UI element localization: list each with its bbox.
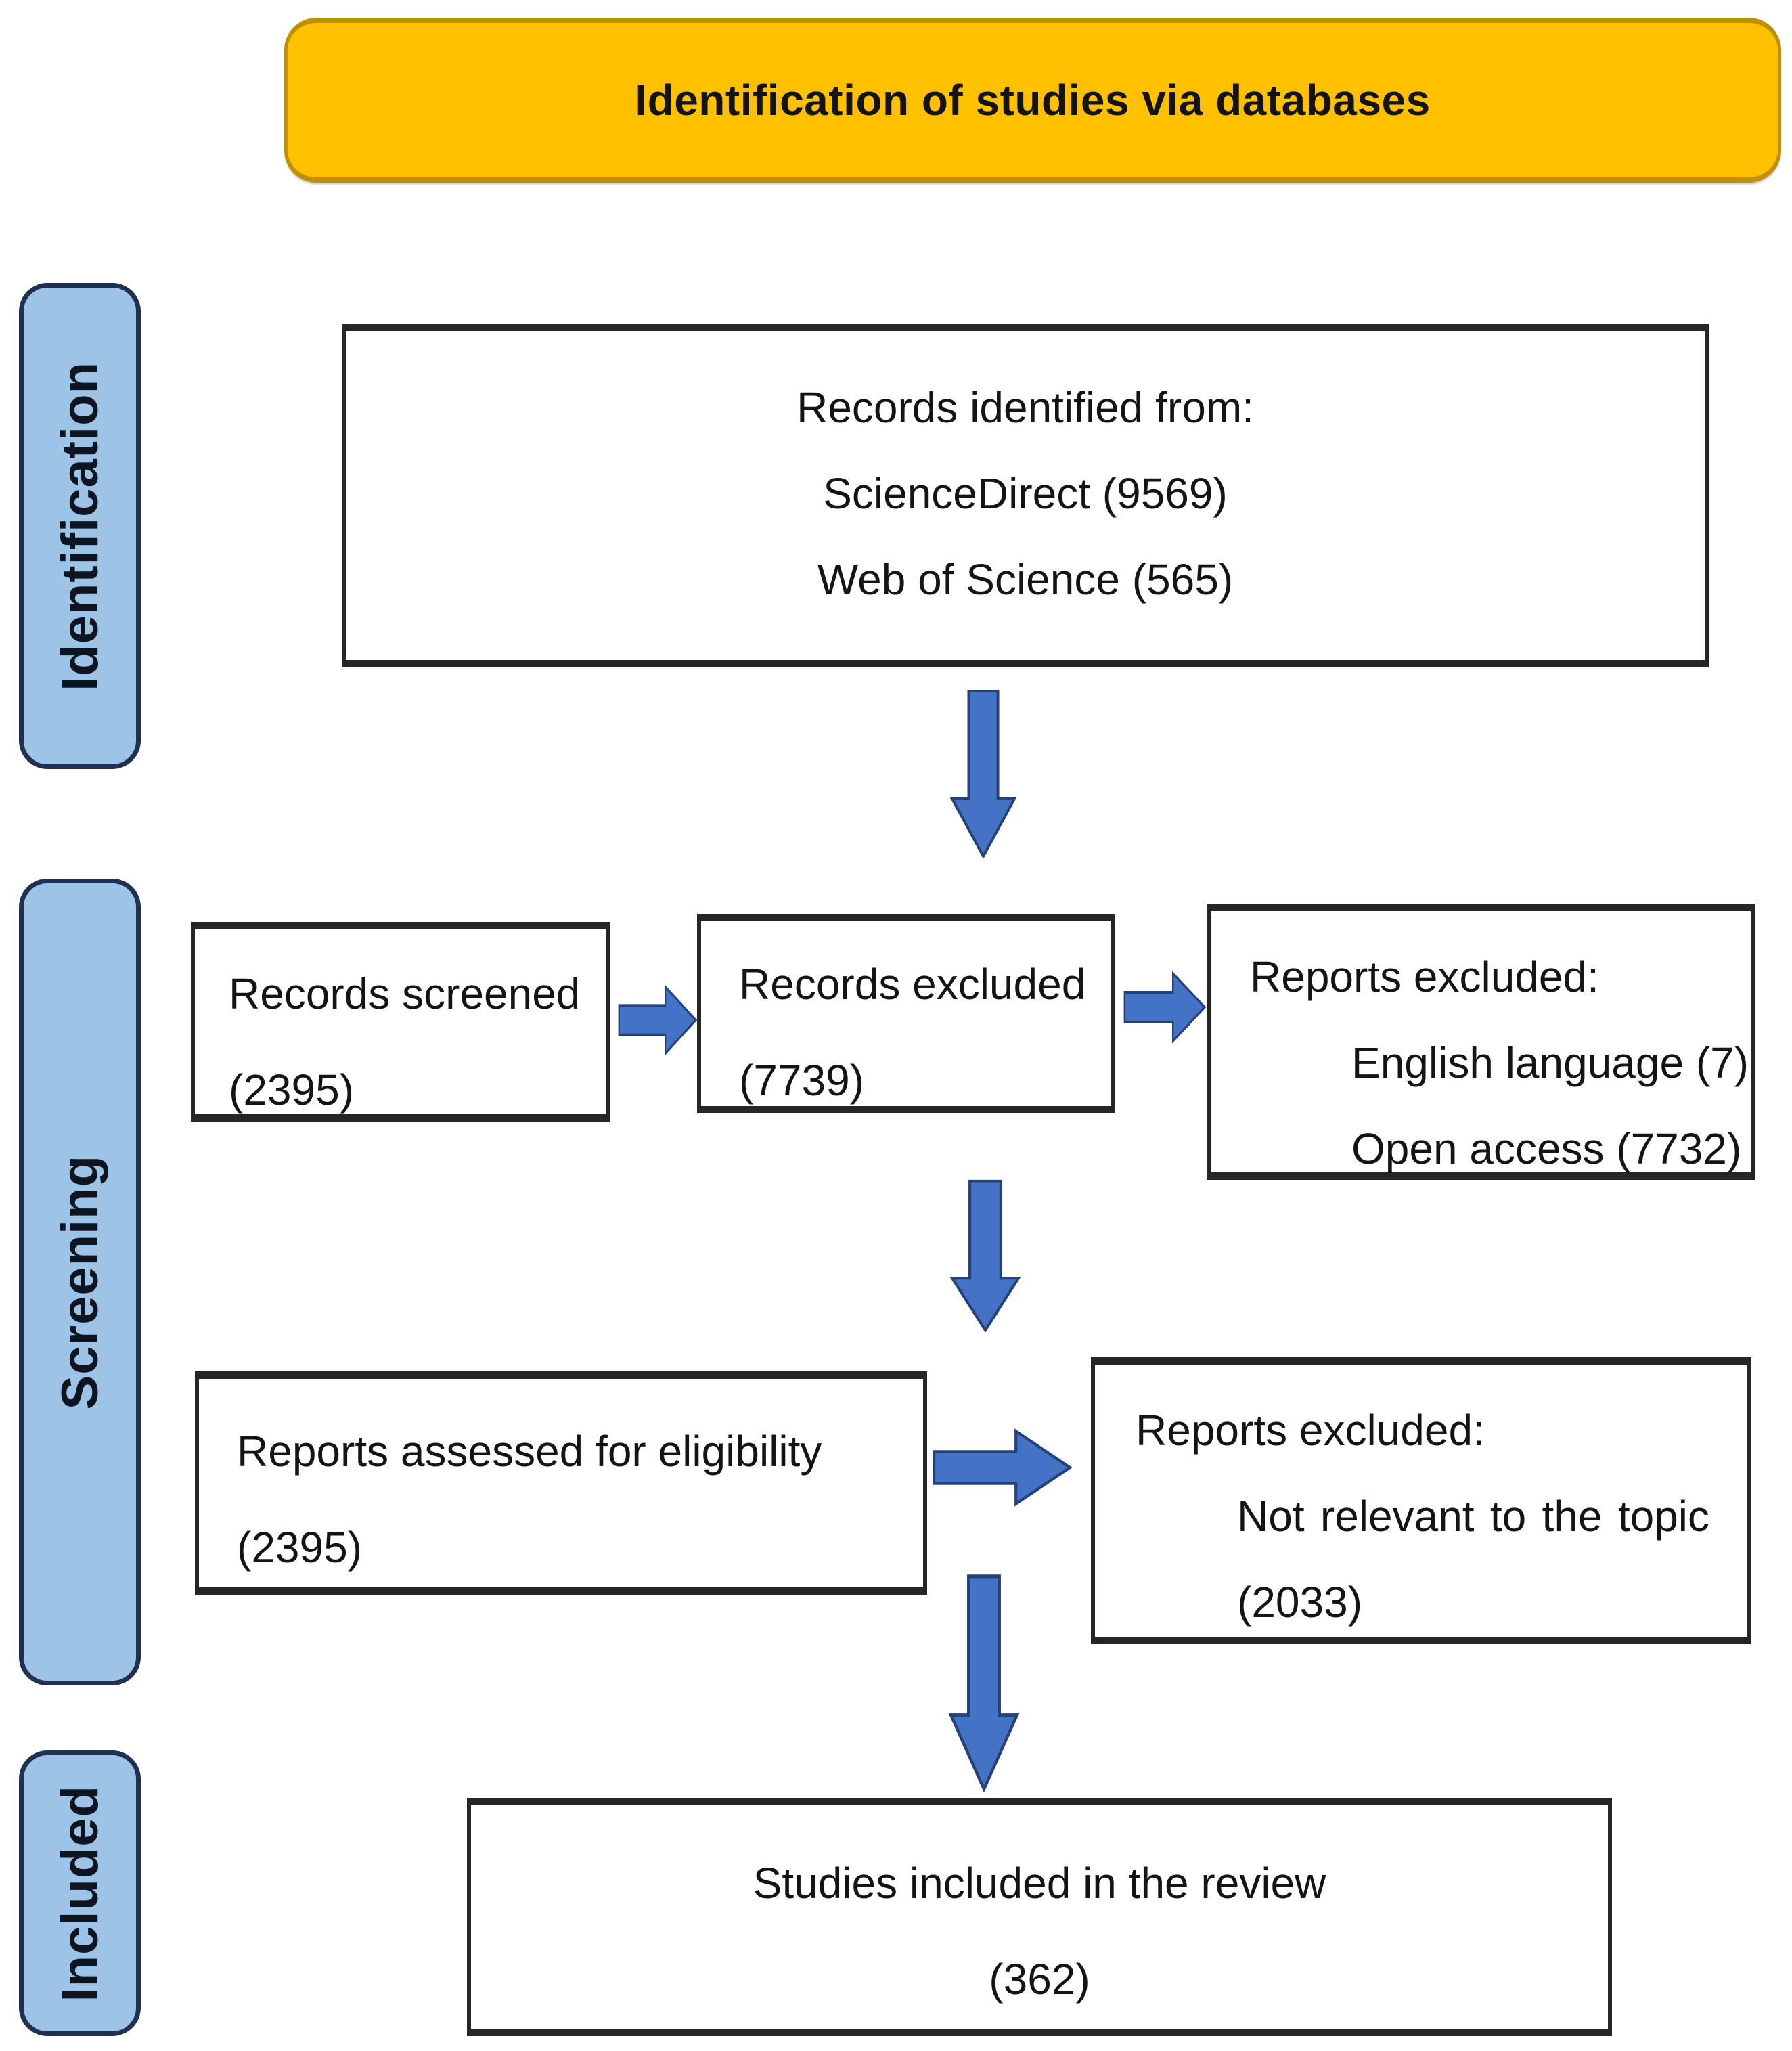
- title-text: Identification of studies via databases: [635, 76, 1431, 125]
- box-text-line: Records identified from:: [797, 383, 1254, 432]
- down-arrow-icon: [949, 1574, 1019, 1792]
- box-text-line: Studies included in the review: [753, 1859, 1326, 1907]
- right-arrow-icon: [1123, 971, 1206, 1044]
- down-arrow-icon: [950, 1179, 1021, 1332]
- reports-excluded-screening-box: Reports excluded: English language (7) O…: [1207, 904, 1755, 1180]
- stage-label-included: Included: [19, 1750, 141, 2036]
- reports-excluded-eligibility-box: Reports excluded: Not relevant to the to…: [1091, 1357, 1751, 1644]
- records-identified-box: Records identified from: ScienceDirect (…: [342, 324, 1709, 667]
- right-arrow-icon: [933, 1428, 1072, 1507]
- box-text-line: Records screened: [229, 969, 581, 1018]
- down-arrow-icon: [950, 690, 1016, 858]
- stage-label-text: Included: [51, 1784, 109, 2002]
- box-text-line: Records excluded: [739, 960, 1086, 1009]
- stage-label-text: Screening: [51, 1154, 109, 1410]
- box-heading: Reports excluded:: [1250, 952, 1599, 1001]
- box-text-line: (7739): [739, 1056, 864, 1105]
- box-heading: Reports excluded:: [1136, 1406, 1485, 1455]
- title-banner: Identification of studies via databases: [284, 18, 1781, 183]
- box-text-line: Open access (7732): [1351, 1124, 1742, 1173]
- box-text-line: (362): [989, 1955, 1090, 2004]
- box-text-line: (2395): [237, 1523, 362, 1572]
- stage-label-text: Identification: [51, 361, 109, 691]
- box-text-line: (2395): [229, 1065, 354, 1114]
- stage-label-identification: Identification: [19, 283, 141, 769]
- reports-assessed-box: Reports assessed for eligibility (2395): [195, 1371, 927, 1595]
- studies-included-box: Studies included in the review (362): [467, 1798, 1612, 2036]
- records-excluded-box: Records excluded (7739): [697, 914, 1115, 1113]
- stage-label-screening: Screening: [19, 879, 141, 1685]
- records-screened-box: Records screened (2395): [191, 922, 610, 1122]
- box-text-line: (2033): [1237, 1578, 1362, 1627]
- box-text-line: Reports assessed for eligibility: [237, 1427, 822, 1476]
- box-text-line: English language (7): [1351, 1038, 1749, 1087]
- box-text-line: Not relevant to the topic: [1237, 1492, 1709, 1541]
- box-text-line: Web of Science (565): [817, 555, 1234, 604]
- box-text-line: ScienceDirect (9569): [823, 469, 1228, 518]
- right-arrow-icon: [618, 984, 697, 1056]
